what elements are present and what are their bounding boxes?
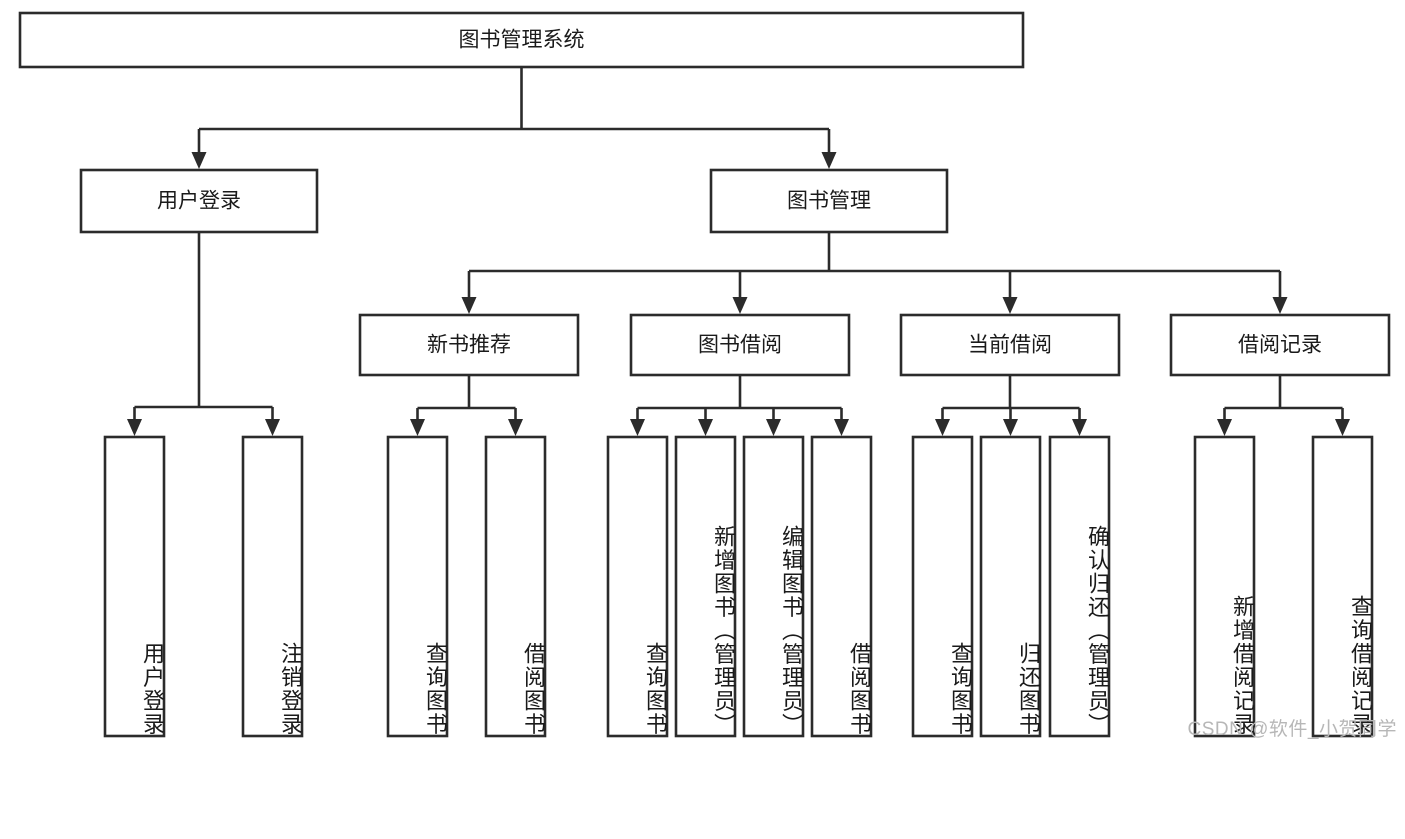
node-box-book-borrow[interactable]	[629, 313, 851, 377]
arrow-head-book-borrow	[732, 297, 748, 314]
node-label-root: 图书管理系统	[459, 29, 585, 52]
arrow-head-leaf-query-book-cur	[935, 419, 950, 436]
node-label-book-manage: 图书管理	[787, 190, 871, 213]
node-label-new-book-recommend: 新书推荐	[427, 334, 511, 357]
node-label-user-login: 用户登录	[157, 190, 241, 213]
arrow-head-leaf-edit-book	[766, 419, 781, 436]
boxes-layer	[18, 11, 1391, 738]
node-box-leaf-return-book[interactable]	[979, 435, 1042, 738]
node-box-current-borrow[interactable]	[899, 313, 1121, 377]
node-box-root[interactable]	[18, 11, 1025, 69]
node-label-book-borrow: 图书借阅	[698, 334, 782, 357]
arrow-head-leaf-add-borrow-record	[1217, 419, 1232, 436]
arrow-head-user-login	[191, 152, 207, 169]
arrow-head-leaf-query-book-borrow	[630, 419, 645, 436]
arrow-head-current-borrow	[1002, 297, 1018, 314]
node-box-leaf-borrow-book[interactable]	[810, 435, 873, 738]
node-box-new-book-recommend[interactable]	[358, 313, 580, 377]
node-box-leaf-query-book-cur[interactable]	[911, 435, 974, 738]
node-box-leaf-query-book-rec[interactable]	[386, 435, 449, 738]
arrow-head-leaf-logout	[265, 419, 280, 436]
arrow-head-book-manage	[821, 152, 837, 169]
node-box-leaf-add-book[interactable]	[674, 435, 737, 738]
arrow-head-leaf-add-book	[698, 419, 713, 436]
node-box-leaf-borrow-book-rec[interactable]	[484, 435, 547, 738]
node-box-leaf-add-borrow-record[interactable]	[1193, 435, 1256, 738]
node-label-borrow-record: 借阅记录	[1238, 334, 1322, 357]
node-box-leaf-edit-book[interactable]	[742, 435, 805, 738]
connectors-layer	[127, 67, 1350, 436]
node-label-current-borrow: 当前借阅	[968, 334, 1052, 357]
node-box-leaf-confirm-return[interactable]	[1048, 435, 1111, 738]
node-box-borrow-record[interactable]	[1169, 313, 1391, 377]
arrow-head-leaf-return-book	[1003, 419, 1018, 436]
arrow-head-leaf-borrow-book-rec	[508, 419, 523, 436]
node-box-leaf-query-borrow-record[interactable]	[1311, 435, 1374, 738]
node-box-user-login[interactable]	[79, 168, 319, 234]
arrow-head-leaf-query-book-rec	[410, 419, 425, 436]
node-box-book-manage[interactable]	[709, 168, 949, 234]
arrow-head-leaf-user-login	[127, 419, 142, 436]
csdn-watermark: CSDN @软件_小贺同学	[1187, 719, 1397, 740]
node-box-leaf-user-login[interactable]	[103, 435, 166, 738]
arrow-head-leaf-query-borrow-record	[1335, 419, 1350, 436]
arrow-head-new-book-recommend	[461, 297, 477, 314]
node-box-leaf-logout[interactable]	[241, 435, 304, 738]
arrow-head-borrow-record	[1272, 297, 1288, 314]
diagram-canvas: 图书管理系统用户登录图书管理新书推荐图书借阅当前借阅借阅记录 用户登录注销登录查…	[18, 11, 1397, 740]
node-box-leaf-query-book-borrow[interactable]	[606, 435, 669, 738]
arrow-head-leaf-confirm-return	[1072, 419, 1087, 436]
arrow-head-leaf-borrow-book	[834, 419, 849, 436]
